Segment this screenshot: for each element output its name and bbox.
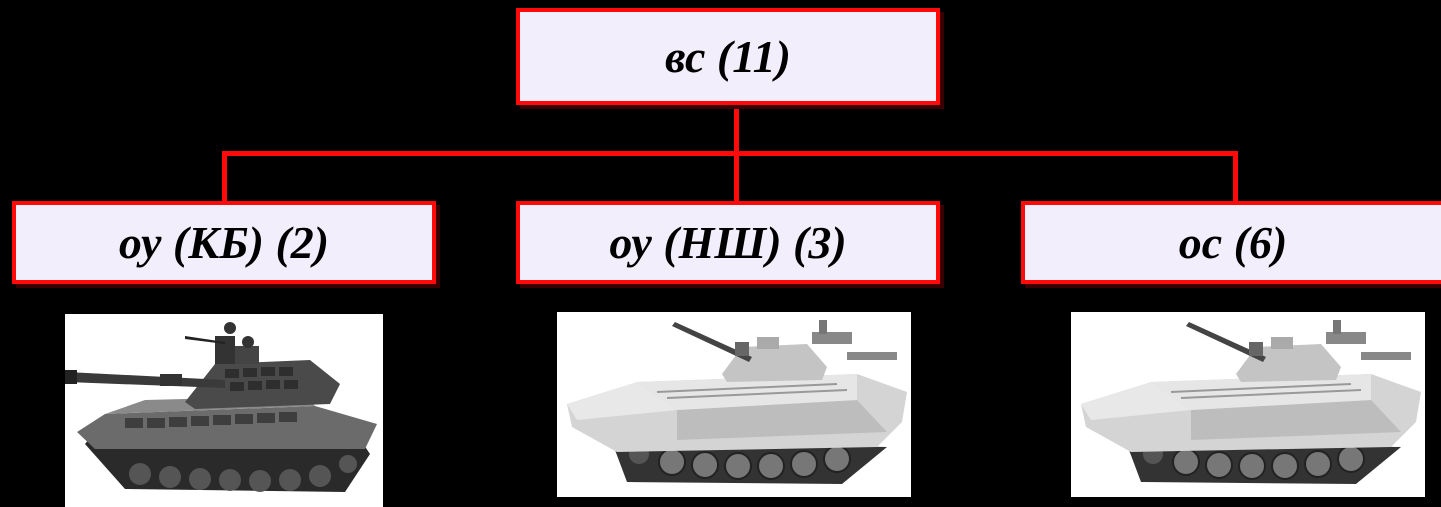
ifv-icon [557, 312, 911, 497]
child-node-label: оу (КБ) (2) [118, 216, 330, 268]
connector-right-drop [1233, 151, 1238, 203]
connector-center-drop [734, 151, 739, 203]
tank-icon [65, 314, 383, 507]
child-node-nsh: оу (НШ) (3) [516, 201, 940, 284]
root-node: вс (11) [516, 8, 940, 105]
connector-horizontal [222, 151, 1238, 156]
root-node-label: вс (11) [665, 30, 791, 82]
child-node-label: ос (6) [1178, 216, 1288, 268]
connector-root-stem [734, 104, 739, 156]
child-node-label: оу (НШ) (3) [609, 216, 847, 268]
child-node-os: ос (6) [1021, 201, 1441, 284]
connector-left-drop [222, 151, 227, 203]
ifv-icon [1071, 312, 1425, 497]
child-node-kb: оу (КБ) (2) [12, 201, 436, 284]
